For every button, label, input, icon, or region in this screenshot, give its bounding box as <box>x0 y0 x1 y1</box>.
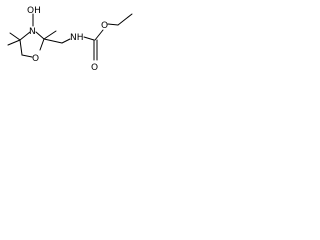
bond-c-oester <box>94 29 104 41</box>
structure-svg: OH N O NH O O <box>7 6 133 73</box>
atom-o-ring-label: O <box>32 54 39 64</box>
atom-n-ring-label: N <box>29 27 36 37</box>
bond-oester-ch2 <box>107 23 119 26</box>
bond-c2-methyl <box>43 30 57 40</box>
bond-c2-o <box>39 38 45 51</box>
bond-nh-c <box>83 36 95 41</box>
bond-c4-n <box>19 31 31 41</box>
bond-c2-ch2 <box>43 38 63 44</box>
bond-c4-methyl-b <box>7 39 21 46</box>
molecule-diagram: OH N O NH O O <box>0 0 137 75</box>
atom-nh-label: NH <box>70 33 84 43</box>
bond-c4-methyl-a <box>9 32 21 41</box>
bond-ch2-ch3 <box>117 13 133 26</box>
atom-o-carbonyl-label: O <box>91 63 98 73</box>
atom-o-ester-label: O <box>101 21 108 31</box>
bond-n-c2 <box>35 31 45 40</box>
atom-oh-label: OH <box>27 6 41 16</box>
bond-c5-c4 <box>19 39 23 56</box>
bond-ch2-nh <box>61 38 71 44</box>
bond-o-c5 <box>21 54 33 58</box>
